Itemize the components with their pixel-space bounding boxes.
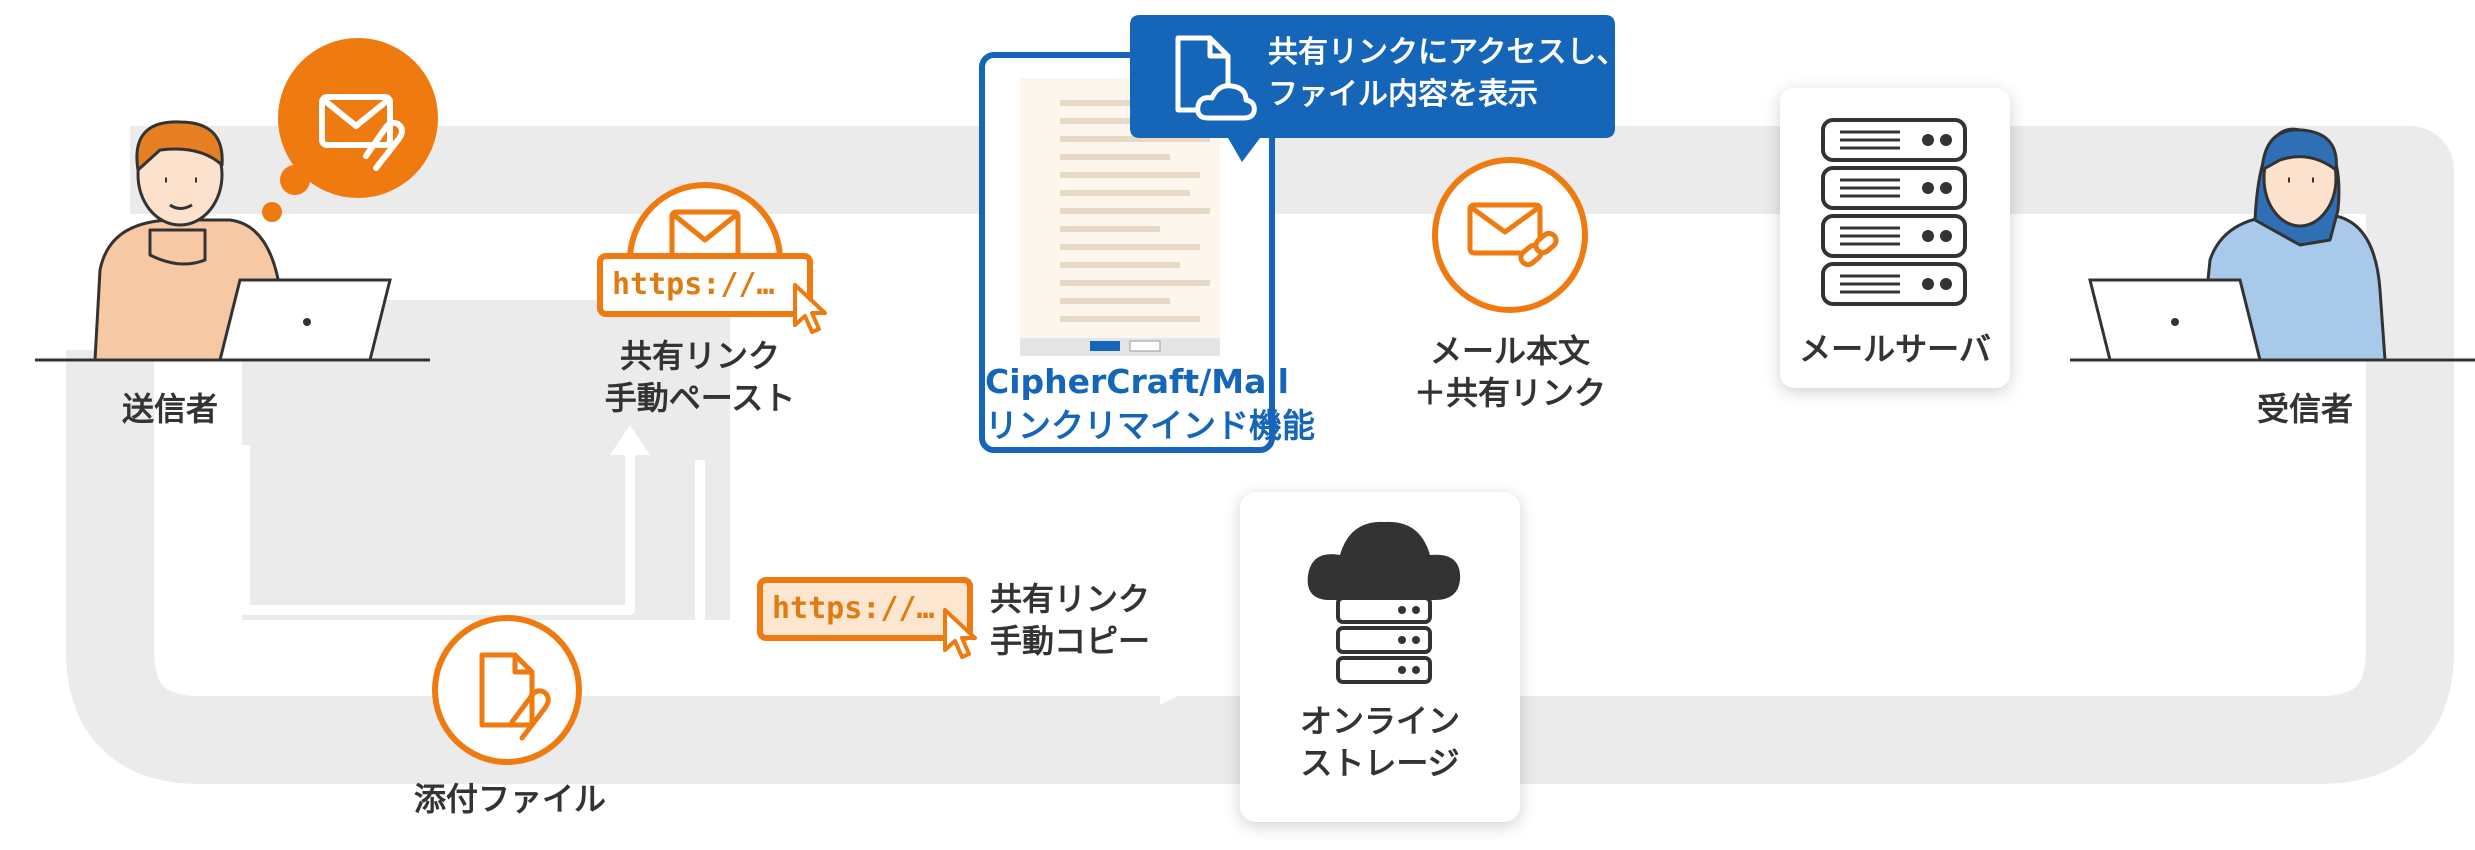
cloud-server-icon xyxy=(1307,521,1461,684)
mail-icon xyxy=(627,182,783,261)
bubble-text: 共有リンクにアクセスし、 ファイル内容を表示 xyxy=(1268,35,1627,112)
mail-server-label: メールサーバ xyxy=(1799,330,1991,368)
sender-laptop-icon xyxy=(200,278,392,362)
product-label: CipherCraft/Mail リンクリマインド機能 xyxy=(985,362,1315,445)
mail-attachment-icon xyxy=(319,94,405,171)
paste-url-box xyxy=(597,253,813,317)
document-attachment-icon xyxy=(432,615,582,765)
sender-label: 送信者 xyxy=(121,390,218,428)
receiver-label: 受信者 xyxy=(2256,390,2353,428)
copy-url-text: https://… xyxy=(772,591,935,626)
storage-label: オンライン ストレージ xyxy=(1299,702,1460,782)
server-rack-icon xyxy=(1821,118,1967,306)
receiver-laptop-icon xyxy=(2088,278,2262,362)
copy-url-box xyxy=(757,577,973,641)
speech-bubble xyxy=(1130,15,1615,162)
document-cloud-icon xyxy=(1175,35,1257,121)
mail-body-label: メール本文 ＋共有リンク xyxy=(1413,332,1606,412)
manual-copy-label: 共有リンク 手動コピー xyxy=(990,580,1151,660)
flow-arrows xyxy=(165,235,2305,690)
sender-thought-bubble xyxy=(262,38,438,222)
manual-paste-label: 共有リンク 手動ペースト xyxy=(604,337,796,417)
mail-link-icon xyxy=(1432,157,1588,313)
receiver-person-icon xyxy=(2198,127,2387,362)
flow-arrowheads xyxy=(610,220,2170,705)
paste-url-text: https://… xyxy=(612,267,775,302)
attachment-label: 添付ファイル xyxy=(413,780,606,818)
